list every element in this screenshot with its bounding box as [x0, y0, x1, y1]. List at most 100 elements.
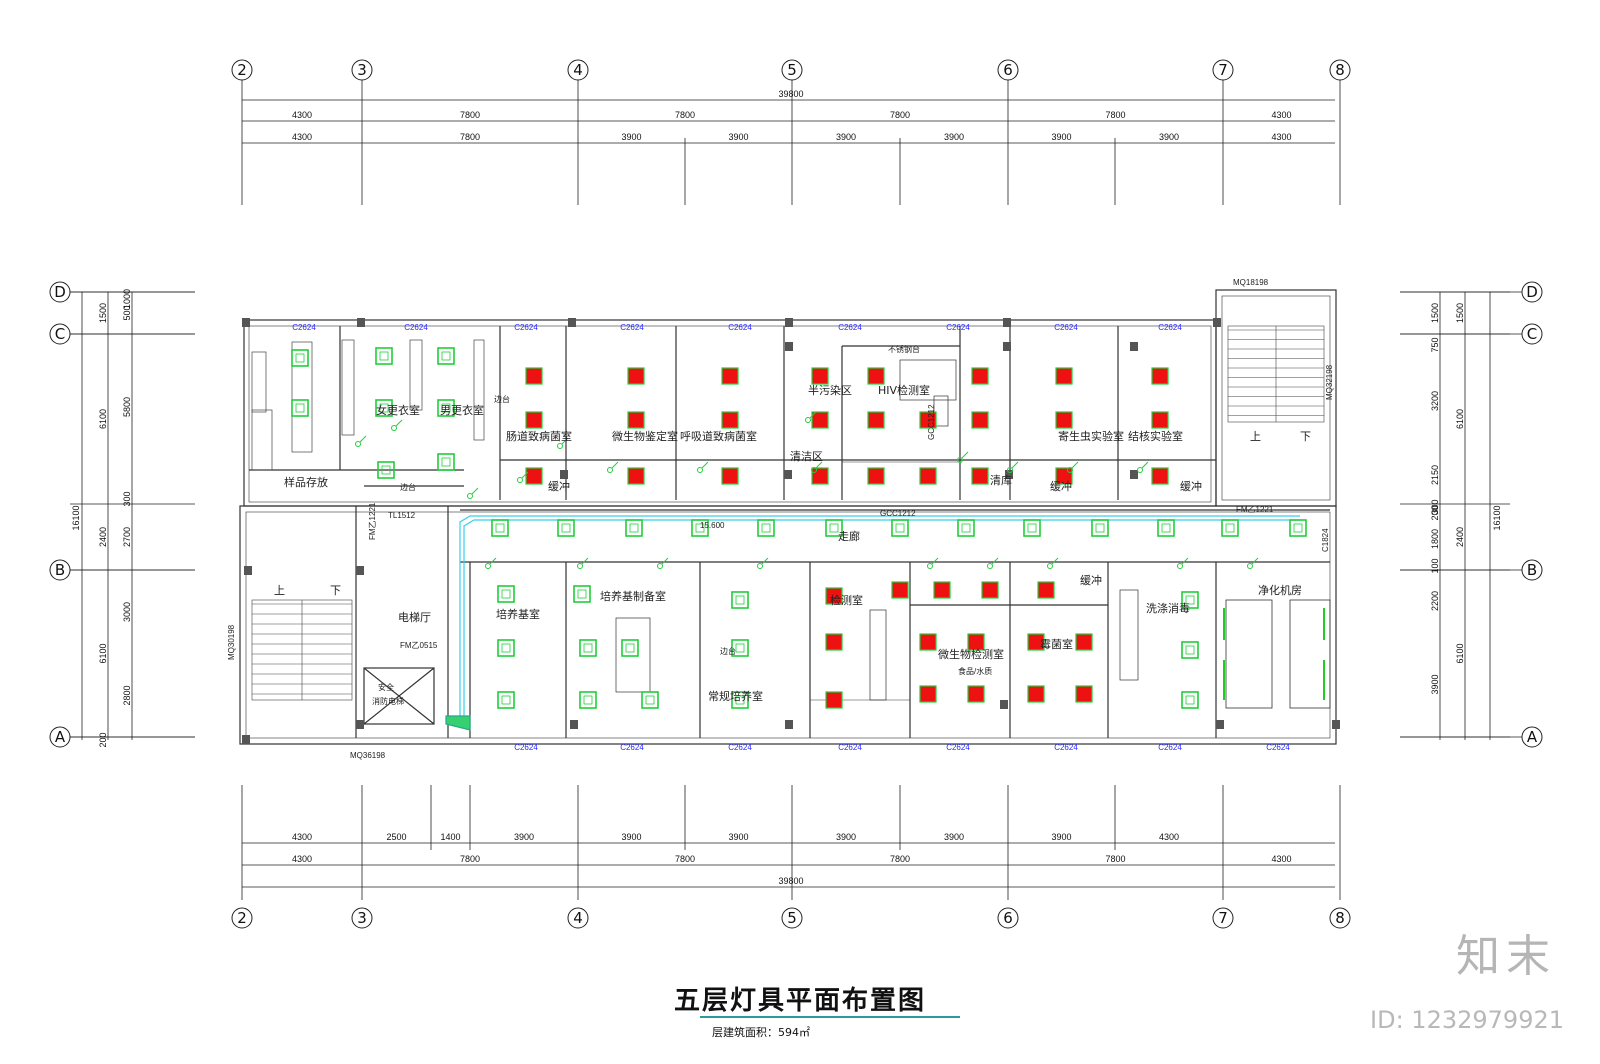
dimLeftB-0: 1000: [122, 289, 132, 309]
room-buffer-4: 缓冲: [1080, 573, 1102, 587]
drawing-title: 五层灯具平面布置图: [673, 986, 926, 1016]
dimBot1-8: 3900: [1051, 832, 1071, 842]
switch-lever: [581, 557, 589, 565]
green-light-inner: [961, 523, 971, 533]
axis-top-8-label: 8: [1335, 61, 1345, 79]
axis-bottom-7-label: 7: [1218, 909, 1228, 927]
green-light: [1181, 691, 1199, 709]
green-light: [1221, 519, 1239, 537]
window-tag-north-1: C2624: [404, 323, 428, 332]
green-light-inner: [1185, 645, 1195, 655]
dimTop1-3: 7800: [890, 110, 910, 120]
axis-bottom-7-circle: [1212, 907, 1234, 929]
red-light: [627, 367, 645, 385]
switch-lever: [1181, 557, 1189, 565]
dim-right-total: 16100: [1492, 505, 1502, 530]
green-light-inner: [735, 643, 745, 653]
red-light: [525, 467, 543, 485]
dimRightA-0: 1500: [1455, 303, 1465, 323]
dimBot1-6: 3900: [836, 832, 856, 842]
red-light: [967, 685, 985, 703]
axis-top-6: 6: [997, 59, 1019, 81]
green-light: [437, 453, 455, 471]
window-tag-north-0: C2624: [292, 323, 316, 332]
switch: [391, 425, 397, 431]
dimRightB-6: 1800: [1430, 529, 1440, 549]
green-light: [825, 519, 843, 537]
red-light: [981, 581, 999, 599]
green-light-inner: [695, 523, 705, 533]
axis-top-3: 3: [351, 59, 373, 81]
dimRightB-7: 100: [1430, 558, 1440, 573]
red-light: [867, 367, 885, 385]
green-light-inner: [501, 589, 511, 599]
switch: [607, 467, 613, 473]
green-light-inner: [583, 643, 593, 653]
lab-benches: [615, 359, 1139, 701]
axis-bottom-4-circle: [567, 907, 589, 929]
room-buffer-2: 缓冲: [1050, 479, 1072, 493]
red-light: [971, 411, 989, 429]
room-tb: 结核实验室: [1128, 429, 1183, 443]
green-light: [579, 639, 597, 657]
axis-left-D: D: [49, 281, 71, 303]
green-light-fixtures: [291, 347, 1307, 709]
axis-bottom-4: 4: [567, 907, 589, 929]
green-light: [437, 347, 455, 365]
switch: [811, 467, 817, 473]
green-light-inner: [577, 589, 587, 599]
stair-safety-label: 安全: [378, 682, 394, 692]
axis-right-A-label: A: [1527, 728, 1538, 746]
green-light-inner: [495, 523, 505, 533]
room-buffer-3: 缓冲: [1180, 479, 1202, 493]
switch-lever: [521, 471, 529, 479]
green-light-inner: [1225, 523, 1235, 533]
dimBot2-3: 7800: [890, 854, 910, 864]
window-tag-north-4: C2624: [728, 323, 752, 332]
axis-top-7-label: 7: [1218, 61, 1228, 79]
room-female-locker: 女更衣室: [376, 403, 420, 417]
top-dimensions: [241, 80, 1341, 205]
dimBot2-2: 7800: [675, 854, 695, 864]
axis-top-8: 8: [1329, 59, 1351, 81]
green-light-inner: [1185, 595, 1195, 605]
green-light: [757, 519, 775, 537]
axis-top-5-label: 5: [787, 61, 797, 79]
switch-lever: [701, 461, 709, 469]
axis-bottom-7: 7: [1212, 907, 1234, 929]
green-light-inner: [501, 643, 511, 653]
green-light-inner: [501, 695, 511, 705]
green-light: [625, 519, 643, 537]
dimBot2-0: 4300: [292, 854, 312, 864]
green-light: [291, 349, 309, 367]
dimTop2-8: 4300: [1271, 132, 1291, 142]
green-light: [579, 691, 597, 709]
dimBot1-7: 3900: [944, 832, 964, 842]
switch: [355, 441, 361, 447]
switch-lever: [471, 487, 479, 495]
red-light: [627, 467, 645, 485]
dimBot1-4: 3900: [621, 832, 641, 842]
red-light: [867, 467, 885, 485]
dimTop1-0: 4300: [292, 110, 312, 120]
switch: [697, 467, 703, 473]
red-light: [933, 581, 951, 599]
switch: [1247, 563, 1253, 569]
cabinet-label: 不锈钢台: [888, 344, 920, 354]
axis-top-5: 5: [781, 59, 803, 81]
dimTop2-1: 7800: [460, 132, 480, 142]
dimRightB-2: 3200: [1430, 391, 1440, 411]
dimTop2-2: 3900: [621, 132, 641, 142]
switch: [1177, 563, 1183, 569]
red-light: [971, 467, 989, 485]
room-sample-storage: 样品存放: [284, 475, 328, 489]
green-light: [621, 639, 639, 657]
red-light: [1027, 633, 1045, 651]
axis-bottom-6: 6: [997, 907, 1019, 929]
